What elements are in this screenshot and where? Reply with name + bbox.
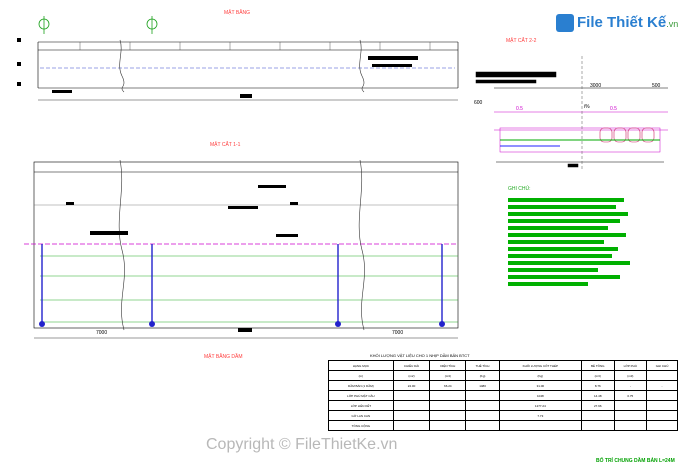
brand-name: File Thiết Kế <box>577 14 667 32</box>
section-markers <box>66 185 298 332</box>
dim-span-right: 7000 <box>392 330 404 336</box>
table-cell: (Kg) <box>465 370 500 381</box>
table-cell: - <box>646 380 678 391</box>
table-cell <box>392 400 431 411</box>
table-header-cell: THỂ TÍCH <box>465 360 500 371</box>
table-cell <box>646 400 678 411</box>
table-cell: 14.48 <box>580 390 615 401</box>
table-cell <box>613 420 648 431</box>
drawing-credit: BỐ TRÍ CHUNG DẦM BẢN L=24M <box>596 458 675 464</box>
dim-width-main: 3000 <box>590 83 602 89</box>
table-header-cell: CHIỀU DÀI <box>392 360 431 371</box>
table-cell: (m3) <box>580 370 615 381</box>
table-cell <box>465 410 500 421</box>
table-header-cell: DIỆN TÍCH <box>429 360 467 371</box>
table-cell <box>429 390 467 401</box>
quantity-table: HẠNG MỤC CHIỀU DÀI DIỆN TÍCH THỂ TÍCH KH… <box>328 360 678 431</box>
table-cell <box>429 400 467 411</box>
table-header-cell: BÊ TÔNG <box>580 360 615 371</box>
table-cell: TỔNG CỘNG <box>328 420 394 431</box>
table-cell <box>465 390 500 401</box>
table-row: DẦM BẢN (1 DẦM) 24.00 66.24 1480 31.00 8… <box>328 380 678 391</box>
table-cell: 1277.24 <box>498 400 582 411</box>
table-header-cell: HẠNG MỤC <box>328 360 394 371</box>
axis-markers-top <box>38 16 158 34</box>
table-cell <box>646 410 678 421</box>
table-cell <box>392 410 431 421</box>
table-cell <box>646 370 678 381</box>
table-cell <box>465 420 500 431</box>
bottom-view-title: MẶT BẰNG DẦM <box>204 354 243 360</box>
table-cell: (m3) <box>613 370 648 381</box>
table-row: LỚP LIÊN KẾT 1277.24 27.96 <box>328 400 678 411</box>
dim-span-left: 7000 <box>96 330 108 336</box>
table-cell: 8.76 <box>580 380 615 391</box>
table-cell: 31.00 <box>498 380 582 391</box>
table-cell: LỚP PHỦ MẶT CẦU <box>328 390 394 401</box>
table-cell <box>392 390 431 401</box>
cross-section-view <box>475 56 668 170</box>
table-cell <box>613 410 648 421</box>
notes-title: GHI CHÚ: <box>508 186 531 192</box>
notes-block <box>508 198 630 286</box>
table-cell: 7.73 <box>498 410 582 421</box>
dim-slope-left: 0.5 <box>516 106 523 112</box>
table-cell <box>429 420 467 431</box>
top-view-markers <box>17 38 418 98</box>
table-cell <box>392 420 431 431</box>
table-header-cell: GHI CHÚ <box>646 360 678 371</box>
table-header-cell: KHỐI LƯỢNG CỐT THÉP <box>498 360 582 371</box>
table-cell <box>498 420 582 431</box>
table-cell <box>429 410 467 421</box>
table-cell <box>646 390 678 401</box>
table-cell: 1048 <box>498 390 582 401</box>
table-cell: 1480 <box>465 380 500 391</box>
table-cell: 66.24 <box>429 380 467 391</box>
copyright-watermark: Copyright © FileThietKe.vn <box>206 436 398 453</box>
table-row: GỜ LAN CAN 7.73 <box>328 410 678 421</box>
table-cell: (Kg) <box>498 370 582 381</box>
table-cell: (m2) <box>392 370 431 381</box>
table-header-cell: LỚP PHỦ <box>613 360 648 371</box>
cross-section-title: MẶT CẮT 2-2 <box>506 38 537 44</box>
table-cell <box>580 410 615 421</box>
table-cell: 27.96 <box>580 400 615 411</box>
table-cell <box>465 400 500 411</box>
table-cell: 24.00 <box>392 380 431 391</box>
support-markers <box>39 321 445 327</box>
table-cell: GỜ LAN CAN <box>328 410 394 421</box>
table-cell: LỚP LIÊN KẾT <box>328 400 394 411</box>
table-cell: - <box>613 380 648 391</box>
brand-domain: .vn <box>666 19 679 30</box>
table-cell <box>613 400 648 411</box>
dim-height-left: 600 <box>474 100 483 106</box>
quantity-table-title: KHỐI LƯỢNG VẬT LIỆU CHO 1 NHỊP DẦM BẢN B… <box>370 353 470 358</box>
logo-icon <box>556 14 574 32</box>
section-title: MẶT CẮT 1-1 <box>210 142 241 148</box>
table-total-row: TỔNG CỘNG <box>328 420 678 431</box>
top-elevation-view <box>37 39 459 101</box>
table-cell: (m3) <box>429 370 467 381</box>
table-units-row: (m) (m2) (m3) (Kg) (Kg) (m3) (m3) <box>328 370 678 381</box>
longitudinal-section-view <box>24 159 459 339</box>
table-cell: (m) <box>328 370 394 381</box>
dim-slope-right: 0.5 <box>610 106 617 112</box>
top-view-title: MẶT BẰNG <box>224 10 251 16</box>
table-header-row: HẠNG MỤC CHIỀU DÀI DIỆN TÍCH THỂ TÍCH KH… <box>328 360 678 371</box>
table-cell: 0.75 <box>613 390 648 401</box>
dim-slope-mid: i% <box>584 104 590 110</box>
brand-logo: File Thiết Kế.vn <box>556 14 678 32</box>
dim-width-edge: 500 <box>652 83 661 89</box>
table-row: LỚP PHỦ MẶT CẦU 1048 14.48 0.75 <box>328 390 678 401</box>
table-cell <box>646 420 678 431</box>
table-cell <box>580 420 615 431</box>
table-cell: DẦM BẢN (1 DẦM) <box>328 380 394 391</box>
